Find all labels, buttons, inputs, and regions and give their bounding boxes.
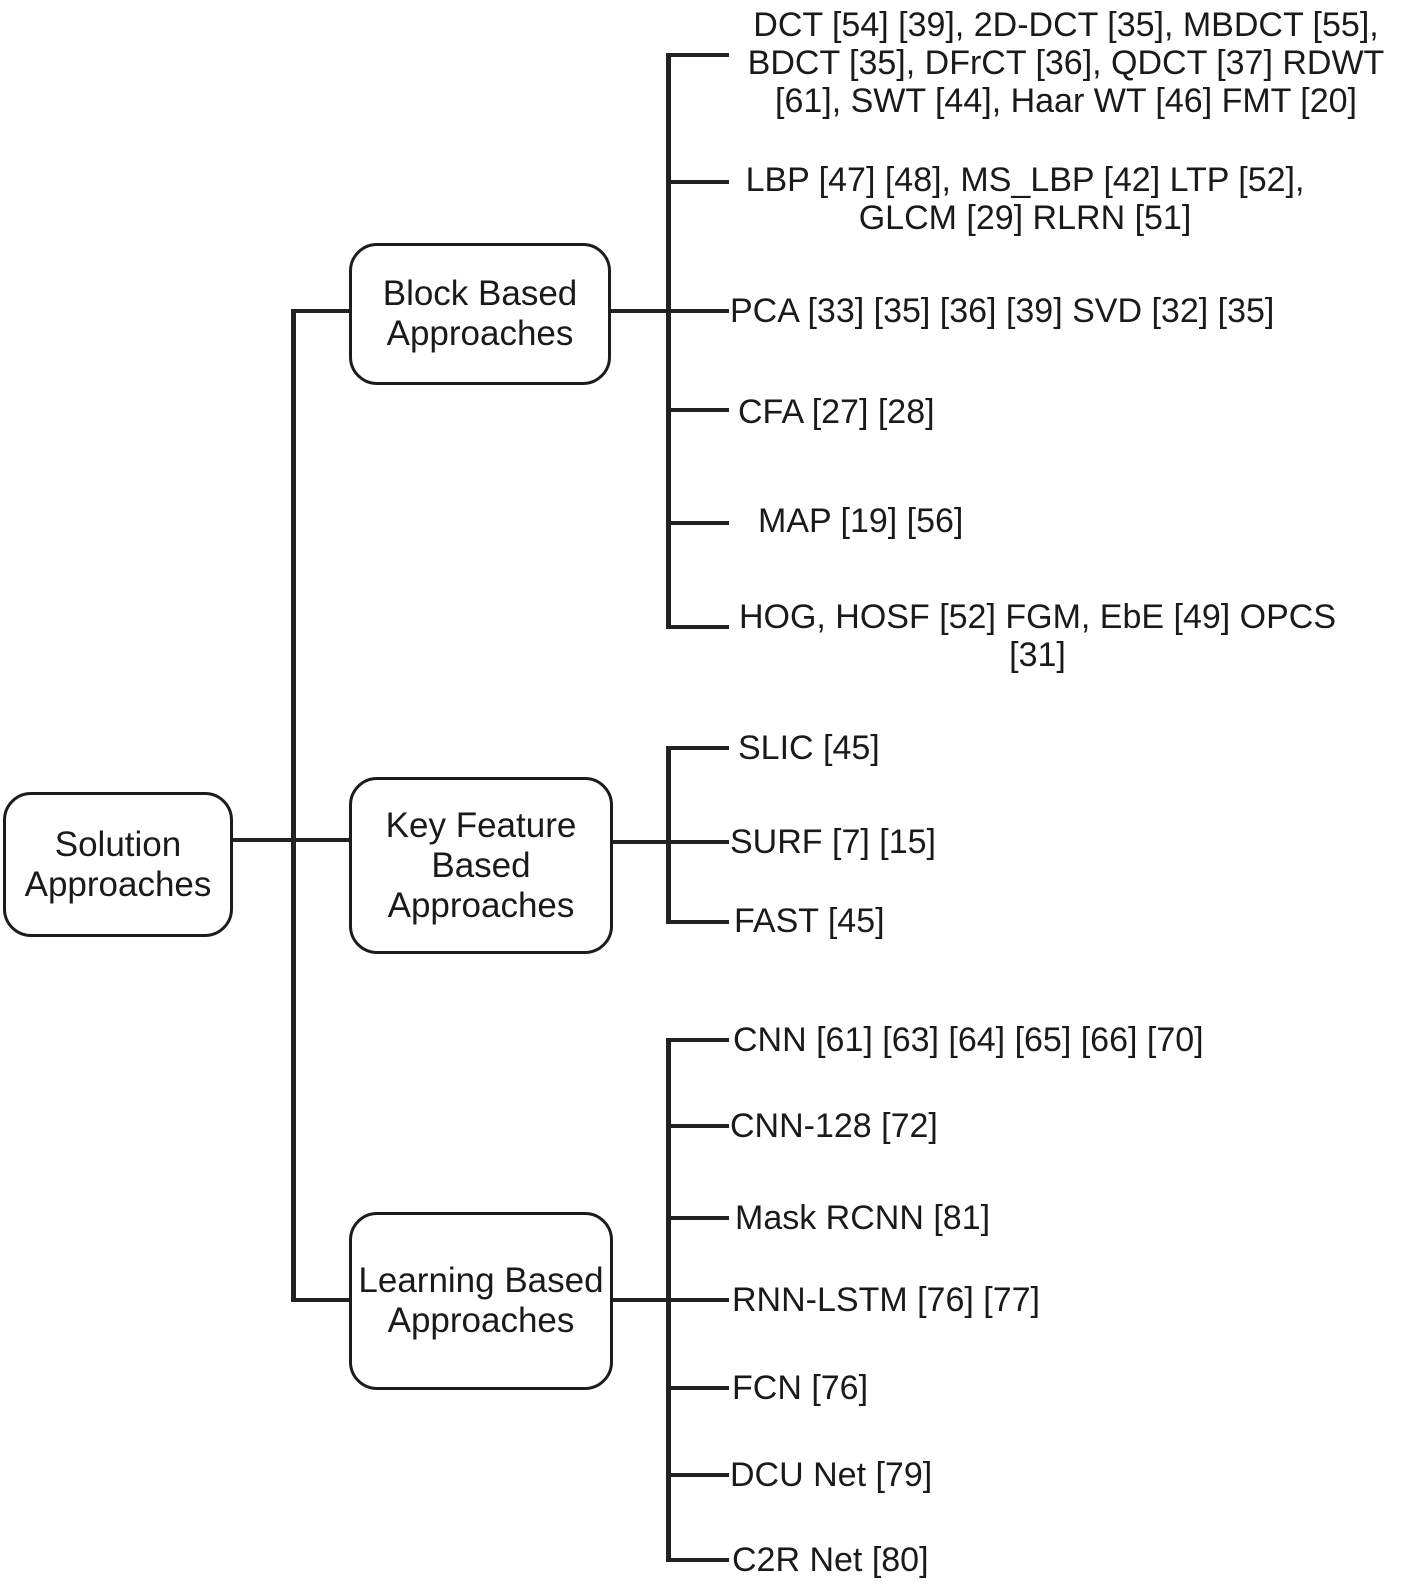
root-node-solution-approaches: Solution Approaches	[3, 792, 233, 937]
leaf-dct-transforms: DCT [54] [39], 2D-DCT [35], MBDCT [55], …	[747, 6, 1385, 120]
trunk-line	[291, 309, 296, 1302]
learning-leaves-spine	[666, 1038, 671, 1562]
root-node-label: Solution Approaches	[24, 824, 212, 904]
leaf-tick-cnn	[666, 1038, 729, 1042]
block-leaves-spine	[666, 53, 671, 629]
leaf-cnn-128: CNN-128 [72]	[730, 1107, 938, 1145]
key-feature-branch-right-connector	[613, 840, 729, 844]
leaf-tick-dcu-net	[666, 1473, 729, 1477]
branch-node-label: Block Based Approaches	[382, 274, 578, 353]
branch-node-learning-based: Learning Based Approaches	[349, 1212, 613, 1390]
block-branch-left-connector	[291, 309, 349, 313]
leaf-tick-slic	[666, 746, 729, 750]
leaf-fast: FAST [45]	[734, 902, 885, 940]
leaf-fcn: FCN [76]	[732, 1369, 869, 1407]
leaf-c2r-net: C2R Net [80]	[732, 1541, 929, 1579]
leaf-tick-fcn	[666, 1386, 729, 1390]
leaf-tick-lbp	[666, 180, 729, 184]
leaf-tick-mask-rcnn	[666, 1216, 729, 1220]
leaf-tick-fast	[666, 920, 729, 924]
leaf-tick-cfa	[666, 408, 729, 412]
leaf-cnn: CNN [61] [63] [64] [65] [66] [70]	[733, 1021, 1204, 1059]
root-connector-line	[233, 838, 349, 842]
branch-node-label: Learning Based Approaches	[358, 1261, 604, 1340]
leaf-hog-hosf: HOG, HOSF [52] FGM, EbE [49] OPCS [31]	[738, 598, 1337, 674]
leaf-map: MAP [19] [56]	[758, 502, 964, 540]
branch-node-key-feature-based: Key Feature Based Approaches	[349, 777, 613, 954]
leaf-surf: SURF [7] [15]	[730, 823, 936, 861]
branch-node-block-based: Block Based Approaches	[349, 243, 611, 385]
leaf-tick-c2r-net	[666, 1558, 729, 1562]
leaf-pca-svd: PCA [33] [35] [36] [39] SVD [32] [35]	[730, 292, 1275, 330]
leaf-tick-dct	[666, 53, 729, 57]
leaf-tick-hog	[666, 625, 729, 629]
leaf-rnn-lstm: RNN-LSTM [76] [77]	[732, 1281, 1040, 1319]
branch-node-label: Key Feature Based Approaches	[385, 805, 577, 925]
leaf-slic: SLIC [45]	[738, 729, 880, 767]
learning-branch-left-connector	[291, 1298, 349, 1302]
leaf-cfa: CFA [27] [28]	[738, 393, 935, 431]
leaf-dcu-net: DCU Net [79]	[730, 1456, 933, 1494]
leaf-lbp-texture: LBP [47] [48], MS_LBP [42] LTP [52], GLC…	[745, 161, 1305, 237]
learning-branch-right-connector	[613, 1298, 729, 1302]
leaf-tick-map	[666, 521, 729, 525]
key-feature-leaves-spine	[666, 746, 671, 924]
leaf-mask-rcnn: Mask RCNN [81]	[735, 1199, 991, 1237]
leaf-tick-cnn128	[666, 1124, 729, 1128]
